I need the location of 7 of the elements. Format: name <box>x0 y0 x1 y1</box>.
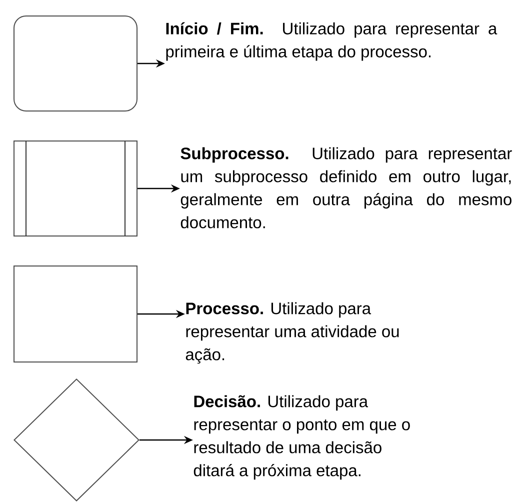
description-text: Subprocesso. Utilizado para representar um subprocesso definido em outro lugar, geralmente em outra página do mesmo documento. <box>180 147 512 228</box>
description-text: Início / Fim. Utilizado para representar a primeira e última etapa do processo. <box>166 22 498 61</box>
description-text: Decisão. Utilizado para representar o ponto em que o resultado de uma decisão ditará a próxima etapa. <box>194 395 410 480</box>
subprocess-box <box>14 140 138 236</box>
terminator-box <box>14 16 138 112</box>
description-text: Processo. Utilizado para representar uma atividade ou ação. <box>186 302 399 364</box>
process-box <box>14 266 138 362</box>
